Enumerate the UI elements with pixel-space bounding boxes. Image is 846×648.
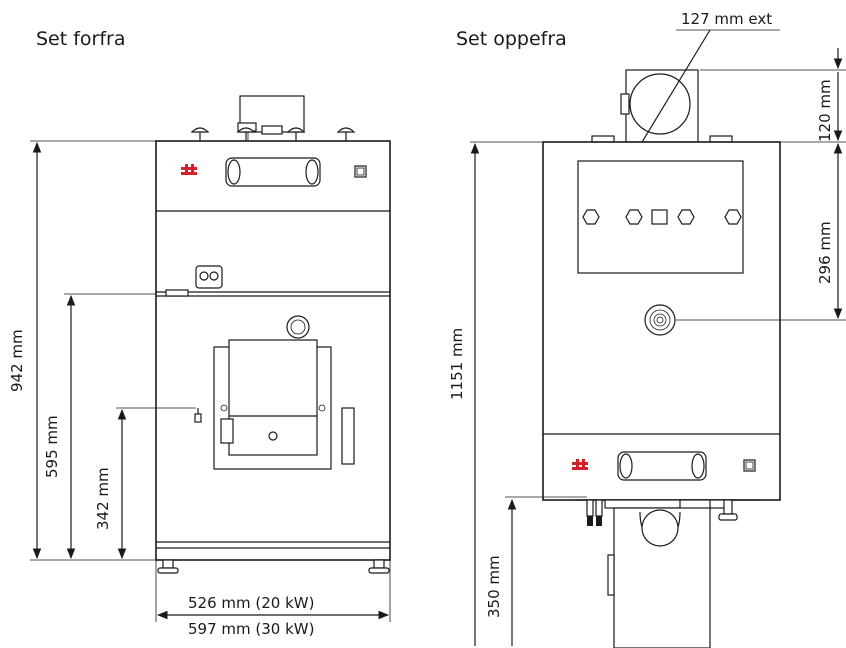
dim-127-ext: 127 mm ext — [681, 10, 772, 28]
front-side-slot — [341, 407, 355, 465]
front-handle — [225, 157, 321, 187]
top-view-title: Set oppefra — [456, 28, 567, 50]
front-top-knobs — [190, 127, 356, 141]
dim-942: 942 mm — [8, 329, 26, 392]
top-nuts — [582, 209, 742, 225]
front-logo — [181, 164, 197, 175]
dim-350: 350 mm — [485, 555, 503, 618]
dim-526: 526 mm (20 kW) — [188, 594, 314, 612]
front-feet — [157, 559, 390, 574]
dim-597: 597 mm (30 kW) — [188, 620, 314, 638]
dim-342: 342 mm — [94, 467, 112, 530]
dim-595: 595 mm — [43, 415, 61, 478]
front-display — [354, 165, 367, 178]
top-logo — [572, 459, 588, 470]
top-display — [743, 459, 756, 472]
front-valves — [165, 265, 223, 297]
top-handle — [617, 451, 707, 481]
dim-1151: 1151 mm — [448, 328, 466, 400]
top-pipe — [591, 69, 733, 143]
top-round-port — [644, 304, 676, 336]
front-view: Set forfra — [8, 28, 391, 638]
front-gauge — [286, 315, 310, 339]
top-bottom-connections — [575, 499, 760, 648]
dim-296: 296 mm — [816, 221, 834, 284]
dim-120: 120 mm — [816, 79, 834, 142]
front-view-title: Set forfra — [36, 28, 126, 50]
top-view: Set oppefra 127 mm ext — [448, 10, 846, 648]
front-top-connection — [237, 95, 305, 142]
